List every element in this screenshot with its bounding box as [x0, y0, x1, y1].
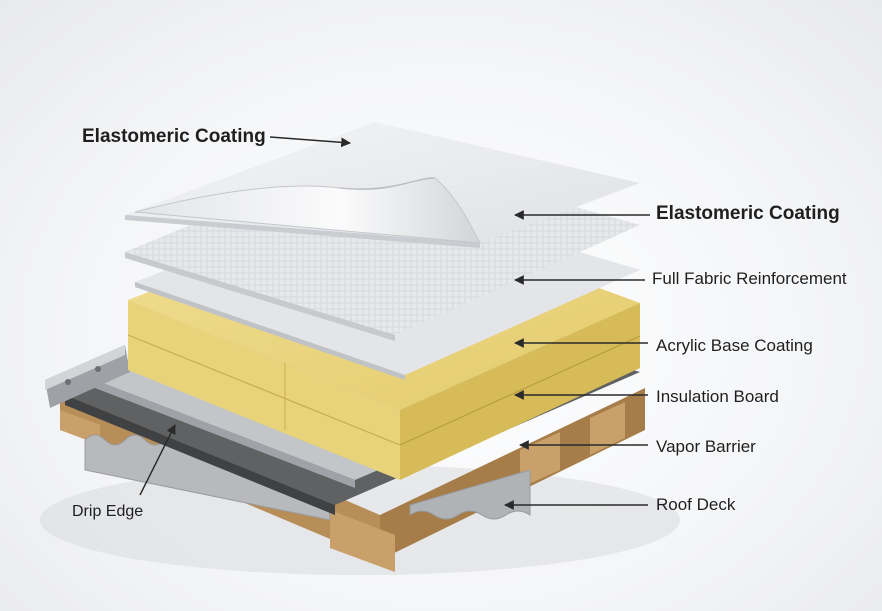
leader-top-left — [269, 136, 351, 148]
label-elastomeric-coating: Elastomeric Coating — [656, 203, 840, 224]
leader-lines — [139, 136, 650, 510]
elastomeric-coating-sheet — [125, 122, 640, 248]
label-acrylic-base-coating: Acrylic Base Coating — [656, 336, 813, 355]
label-roof-deck: Roof Deck — [656, 495, 736, 514]
label-drip-edge: Drip Edge — [72, 503, 144, 520]
label-vapor-barrier: Vapor Barrier — [656, 437, 756, 456]
drip-edge-metal — [45, 345, 130, 408]
label-full-fabric-reinforcement: Full Fabric Reinforcement — [652, 269, 847, 288]
label-elastomeric-coating-top: Elastomeric Coating — [82, 126, 266, 147]
leader-drip-edge — [139, 424, 176, 496]
label-insulation-board: Insulation Board — [656, 387, 779, 406]
